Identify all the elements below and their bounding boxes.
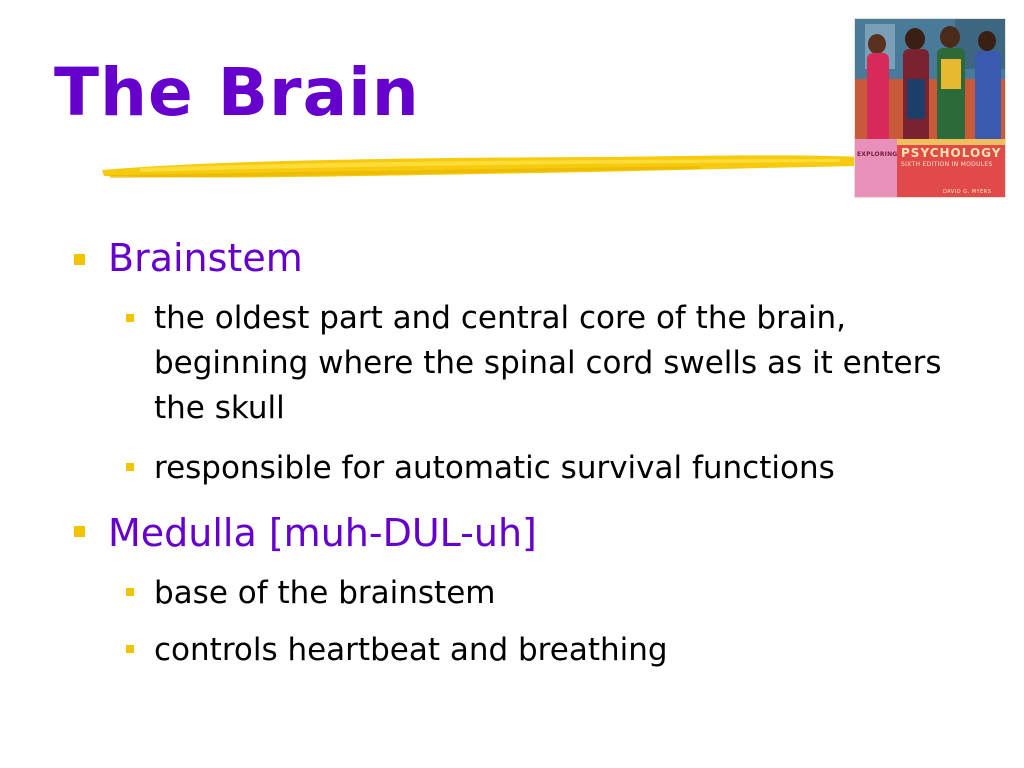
sub-bullet-base-brainstem: base of the brainstem xyxy=(154,575,496,611)
bullet-square-icon xyxy=(74,526,85,537)
sub-bullet-oldest-part: the oldest part and central core of the … xyxy=(154,300,942,426)
cover-title-text: PSYCHOLOGY xyxy=(901,146,1002,160)
bullet-brainstem: Brainstem xyxy=(108,236,303,280)
bullet-square-icon xyxy=(74,254,85,265)
bullet-medulla: Medulla [muh-DUL-uh] xyxy=(108,511,537,555)
cover-author-text: DAVID G. MYERS xyxy=(943,189,992,195)
sub-bullet-square-icon xyxy=(126,314,134,322)
yellow-brush-stroke xyxy=(102,155,858,178)
book-cover-art xyxy=(855,19,1005,197)
sub-bullet-heartbeat-breathing: controls heartbeat and breathing xyxy=(154,632,668,668)
sub-bullet-square-icon xyxy=(126,588,134,596)
sub-bullet-square-icon xyxy=(126,463,134,471)
sub-bullet-square-icon xyxy=(126,645,134,653)
slide-title: The Brain xyxy=(54,54,420,131)
cover-edition-text: SIXTH EDITION IN MODULES xyxy=(901,161,993,168)
cover-brand-text: EXPLORING xyxy=(857,151,898,158)
sub-bullet-survival-functions: responsible for automatic survival funct… xyxy=(154,450,835,486)
book-cover-image: EXPLORING PSYCHOLOGY SIXTH EDITION IN MO… xyxy=(854,18,1006,198)
